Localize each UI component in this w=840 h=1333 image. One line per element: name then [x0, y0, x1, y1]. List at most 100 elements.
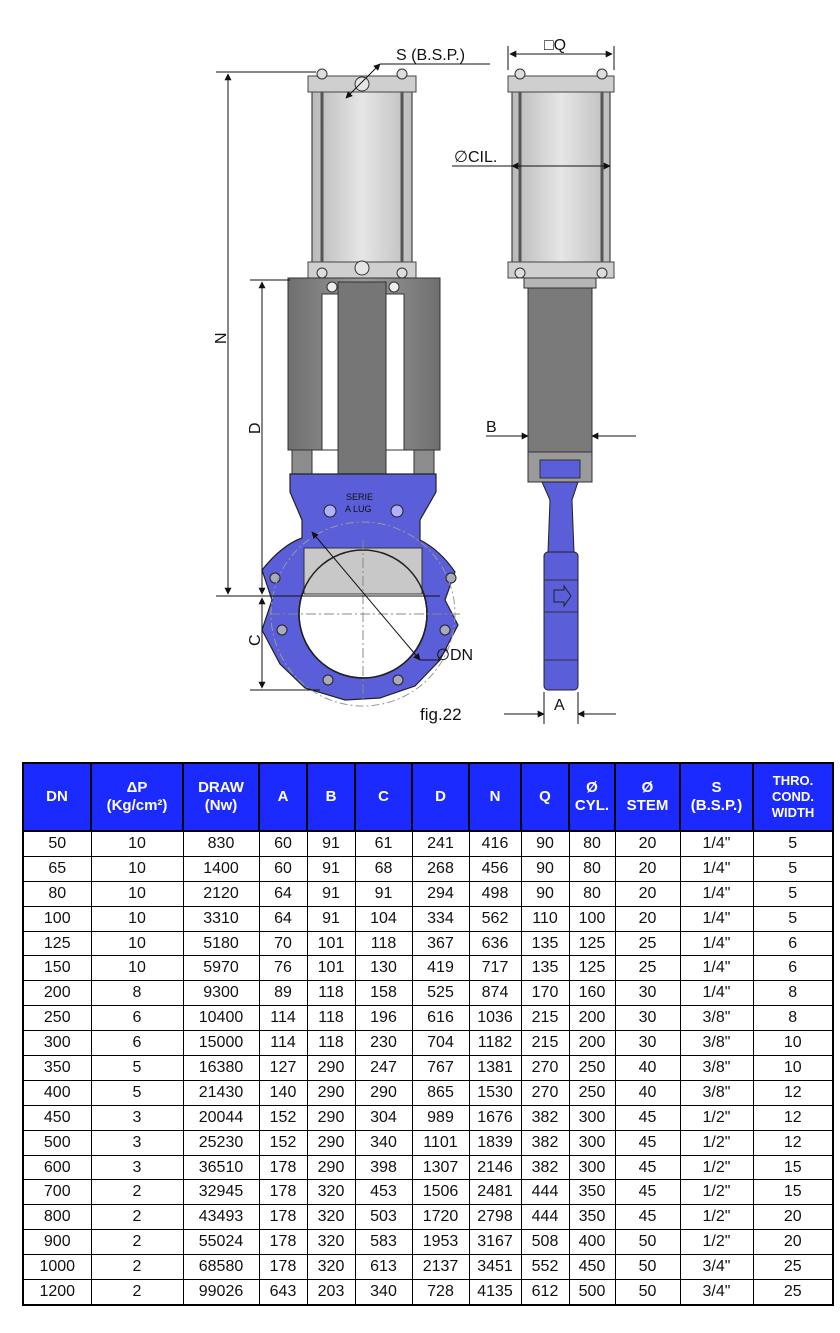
column-header: S(B.S.P.) — [679, 762, 754, 832]
column-header-text: CYL. — [574, 797, 610, 814]
table-cell: 135 — [520, 955, 570, 982]
table-cell: 1/2" — [679, 1204, 754, 1231]
dim-q-label: □Q — [544, 37, 566, 54]
table-cell: 91 — [306, 905, 356, 932]
table-cell: 20 — [752, 1204, 834, 1231]
figure-caption: fig.22 — [420, 705, 462, 724]
table-cell: 215 — [520, 1005, 570, 1032]
table-cell: 2 — [90, 1279, 184, 1306]
table-cell: 320 — [306, 1204, 356, 1231]
table-cell: 91 — [354, 880, 413, 907]
table-cell: 290 — [306, 1079, 356, 1106]
table-cell: 25 — [752, 1254, 834, 1281]
table-cell: 118 — [354, 930, 413, 957]
table-cell: 400 — [568, 1229, 616, 1256]
table-cell: 80 — [568, 830, 616, 857]
table-cell: 552 — [520, 1254, 570, 1281]
column-header-text: B — [325, 788, 337, 805]
table-cell: 215 — [520, 1030, 570, 1057]
table-cell: 100 — [22, 905, 92, 932]
table-cell: 2 — [90, 1229, 184, 1256]
table-cell: 5 — [90, 1079, 184, 1106]
s-bsp-label: S (B.S.P.) — [396, 47, 465, 64]
table-cell: 15 — [752, 1179, 834, 1206]
dim-c-label: C — [247, 634, 264, 646]
table-cell: 270 — [520, 1079, 570, 1106]
table-cell: 125 — [22, 930, 92, 957]
table-cell: 152 — [258, 1104, 308, 1131]
table-cell: 170 — [520, 980, 570, 1007]
table-cell: 135 — [520, 930, 570, 957]
table-cell: 5970 — [182, 955, 260, 982]
table-cell: 6 — [90, 1030, 184, 1057]
table-cell: 60 — [258, 830, 308, 857]
table-cell: 200 — [22, 980, 92, 1007]
table-cell: 3/8" — [679, 1079, 754, 1106]
valve-technical-drawing: SERIE A LUG ∅DN N D C S (B.S.P.) — [213, 37, 636, 724]
table-cell: 444 — [520, 1204, 570, 1231]
table-cell: 10 — [90, 955, 184, 982]
table-cell: 10 — [752, 1055, 834, 1081]
column-header: C — [354, 762, 413, 832]
table-cell: 127 — [258, 1055, 308, 1081]
body-cast-text-2: A LUG — [345, 504, 372, 514]
column-header: DRAW(Nw) — [182, 762, 260, 832]
table-cell: 498 — [468, 880, 522, 907]
table-cell: 3 — [90, 1154, 184, 1181]
table-cell: 45 — [614, 1129, 681, 1156]
table-cell: 36510 — [182, 1154, 260, 1181]
dim-n-label: N — [213, 332, 230, 344]
table-cell: 1036 — [468, 1005, 522, 1032]
table-cell: 3/8" — [679, 1055, 754, 1081]
column-header: N — [468, 762, 522, 832]
table-cell: 1/2" — [679, 1129, 754, 1156]
table-cell: 68580 — [182, 1254, 260, 1281]
table-cell: 290 — [306, 1154, 356, 1181]
table-cell: 2146 — [468, 1154, 522, 1181]
body-cast-text-1: SERIE — [346, 492, 373, 502]
table-cell: 300 — [22, 1030, 92, 1057]
table-cell: 230 — [354, 1030, 413, 1057]
table-cell: 900 — [22, 1229, 92, 1256]
table-cell: 525 — [411, 980, 470, 1007]
table-cell: 152 — [258, 1129, 308, 1156]
table-cell: 874 — [468, 980, 522, 1007]
table-cell: 268 — [411, 855, 470, 882]
dim-b-label: B — [486, 419, 497, 436]
table-cell: 5 — [752, 905, 834, 932]
table-cell: 1530 — [468, 1079, 522, 1106]
table-cell: 25 — [614, 930, 681, 957]
column-header: ΔP(Kg/cm²) — [90, 762, 184, 832]
front-view: SERIE A LUG ∅DN N D C S (B.S.P.) — [213, 47, 490, 707]
table-cell: 3/4" — [679, 1279, 754, 1306]
table-cell: 91 — [306, 880, 356, 907]
table-cell: 10 — [90, 855, 184, 882]
table-cell: 1307 — [411, 1154, 470, 1181]
table-cell: 717 — [468, 955, 522, 982]
table-cell: 90 — [520, 855, 570, 882]
table-cell: 320 — [306, 1229, 356, 1256]
table-cell: 8 — [752, 980, 834, 1007]
table-cell: 10400 — [182, 1005, 260, 1032]
column-header-text: COND. — [772, 789, 814, 804]
table-cell: 20 — [614, 880, 681, 907]
table-cell: 636 — [468, 930, 522, 957]
table-cell: 12 — [752, 1129, 834, 1156]
table-cell: 90 — [520, 830, 570, 857]
column-header-text: A — [277, 788, 289, 805]
table-cell: 3/8" — [679, 1005, 754, 1032]
table-cell: 1/2" — [679, 1154, 754, 1181]
table-cell: 865 — [411, 1079, 470, 1106]
table-cell: 101 — [306, 930, 356, 957]
table-cell: 3167 — [468, 1229, 522, 1256]
table-cell: 350 — [22, 1055, 92, 1081]
table-cell: 270 — [520, 1055, 570, 1081]
table-cell: 130 — [354, 955, 413, 982]
table-cell: 500 — [22, 1129, 92, 1156]
table-cell: 1000 — [22, 1254, 92, 1281]
